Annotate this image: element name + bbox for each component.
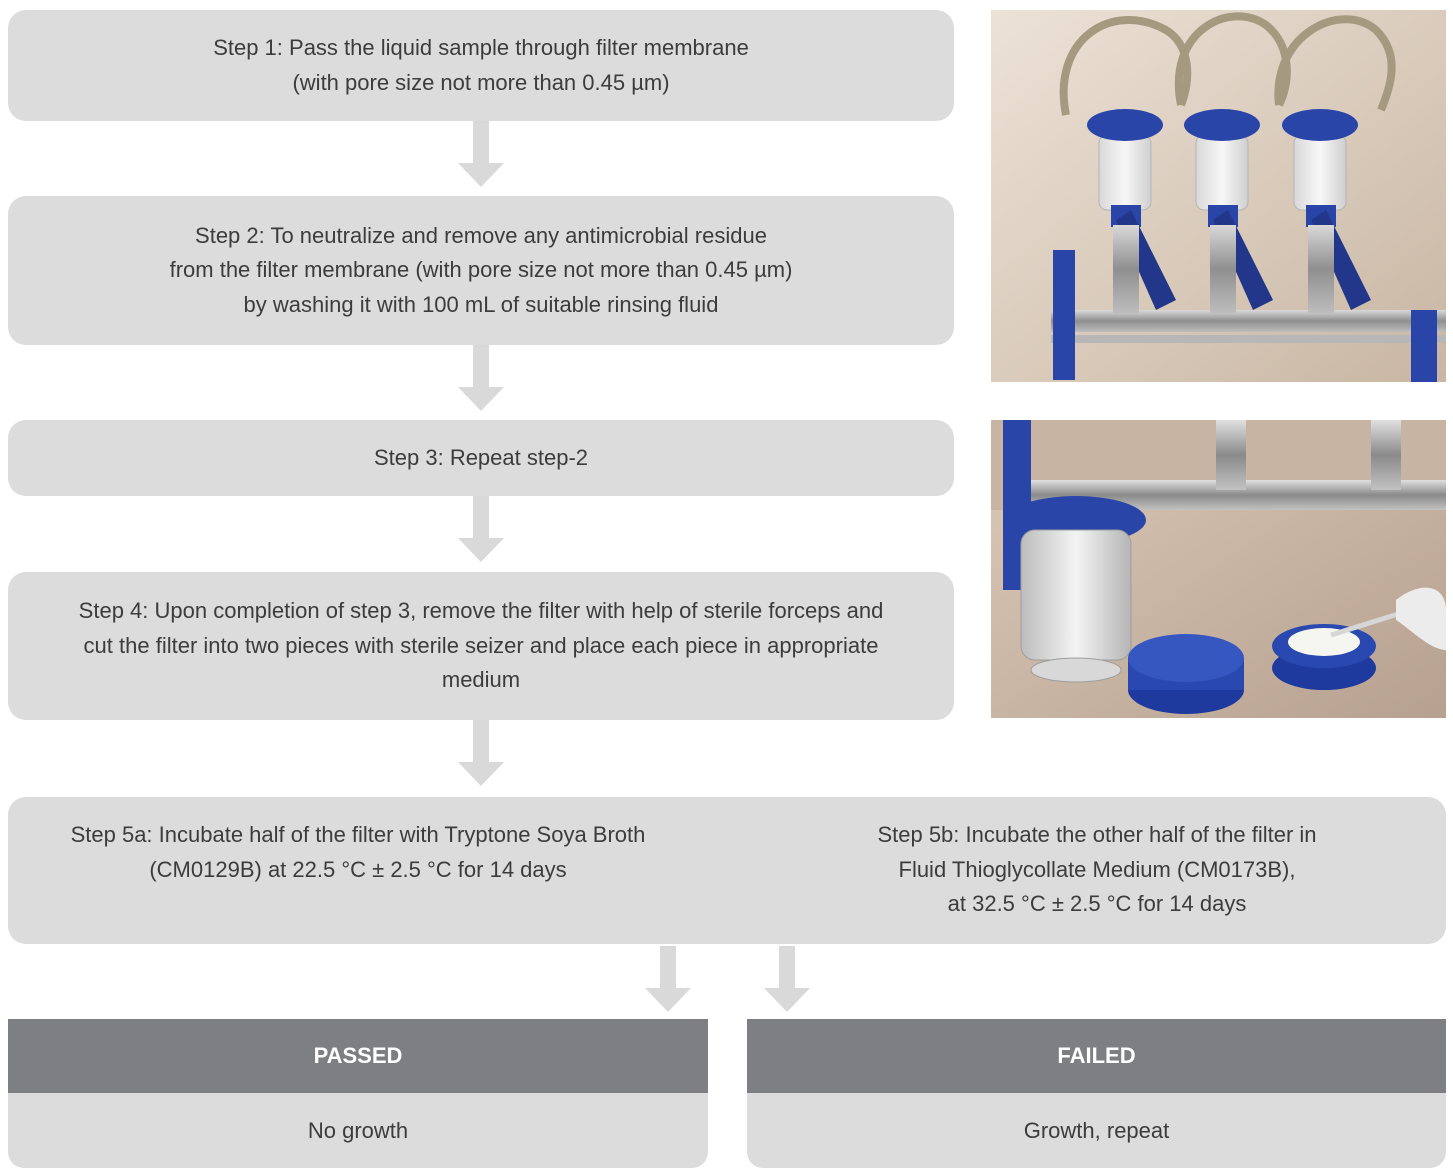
step-5b-text: Step 5b: Incubate the other half of the … — [877, 822, 1317, 916]
step-3-box: Step 3: Repeat step-2 — [8, 420, 954, 496]
down-arrow-icon — [458, 496, 504, 562]
failed-heading: FAILED — [747, 1019, 1446, 1093]
step-2-text: Step 2: To neutralize and remove any ant… — [169, 222, 793, 317]
step-4-text: Step 4: Upon completion of step 3, remov… — [78, 598, 884, 693]
filtration-manifold-photo — [991, 10, 1446, 382]
step-5-box: Step 5a: Incubate half of the filter wit… — [8, 797, 1446, 944]
step-3-text: Step 3: Repeat step-2 — [373, 444, 589, 470]
step-2-box: Step 2: To neutralize and remove any ant… — [8, 196, 954, 345]
step-1-text: Step 1: Pass the liquid sample through f… — [213, 35, 749, 95]
filter-transfer-photo — [991, 420, 1446, 718]
down-arrow-icon — [458, 121, 504, 187]
down-arrow-icon — [458, 720, 504, 786]
passed-heading: PASSED — [8, 1019, 708, 1093]
down-arrow-icon — [458, 345, 504, 411]
step-4-box: Step 4: Upon completion of step 3, remov… — [8, 572, 954, 720]
down-arrow-icon — [764, 946, 810, 1012]
failed-detail: Growth, repeat — [747, 1093, 1446, 1168]
step-1-box: Step 1: Pass the liquid sample through f… — [8, 10, 954, 121]
passed-detail: No growth — [8, 1093, 708, 1168]
down-arrow-icon — [645, 946, 691, 1012]
step-5a-text: Step 5a: Incubate half of the filter wit… — [70, 822, 646, 882]
